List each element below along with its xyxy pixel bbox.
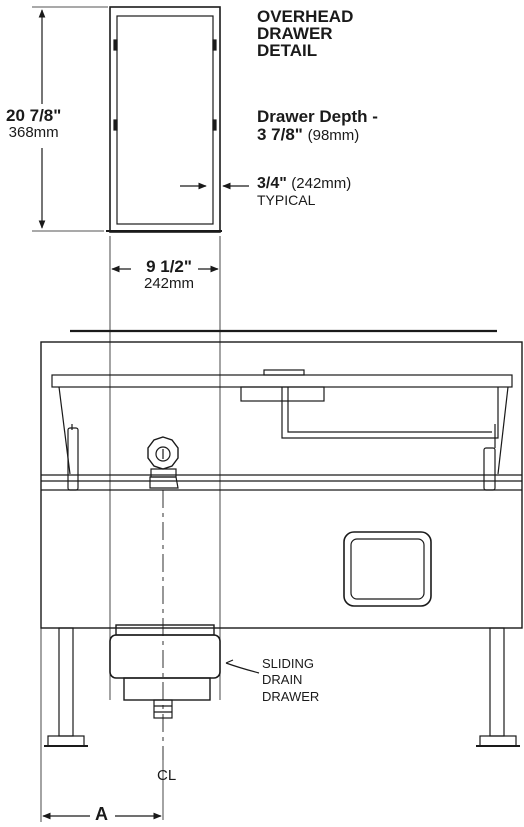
sliding-drain-drawer — [109, 624, 260, 719]
legs — [44, 627, 520, 747]
edge-label: 3/4" (242mm) TYPICAL — [257, 175, 352, 208]
height-dimension — [32, 6, 108, 232]
detail-title: OVERHEAD DRAWER DETAIL — [257, 8, 353, 59]
drain-line-2: DRAIN — [262, 672, 303, 688]
overhead-drawer — [106, 6, 222, 233]
drain-drawer-label: SLIDING DRAIN DRAWER — [262, 656, 319, 705]
drain-line-1: SLIDING — [262, 656, 315, 671]
height-label: 20 7/8" 368mm — [6, 107, 61, 141]
height-imperial: 20 7/8" — [6, 106, 62, 125]
title-line-3: DETAIL — [257, 41, 318, 60]
a-dimension — [40, 628, 162, 822]
edge-value: 3/4" — [257, 175, 287, 192]
dimension-a-label: A — [95, 804, 108, 824]
height-metric: 368mm — [8, 123, 59, 141]
depth-label: Drawer Depth - 3 7/8" (98mm) — [257, 108, 378, 144]
drain-valve — [147, 436, 179, 489]
title-line-1: OVERHEAD — [257, 7, 354, 26]
depth-title: Drawer Depth - — [257, 107, 378, 126]
drain-line-3: DRAWER — [262, 688, 320, 704]
width-metric: 242mm — [143, 274, 195, 292]
edge-note: TYPICAL — [257, 191, 316, 208]
depth-value: 3 7/8" — [257, 124, 303, 144]
title-line-2: DRAWER — [257, 24, 333, 43]
centerline-label: CL — [157, 767, 177, 784]
edge-metric: (242mm) — [291, 175, 352, 192]
control-window — [343, 531, 432, 607]
depth-metric: (98mm) — [307, 126, 360, 144]
width-label: 9 1/2" 242mm — [123, 258, 215, 292]
width-dimension — [109, 236, 221, 700]
kettle-body — [40, 329, 523, 629]
width-imperial: 9 1/2" — [146, 257, 192, 276]
